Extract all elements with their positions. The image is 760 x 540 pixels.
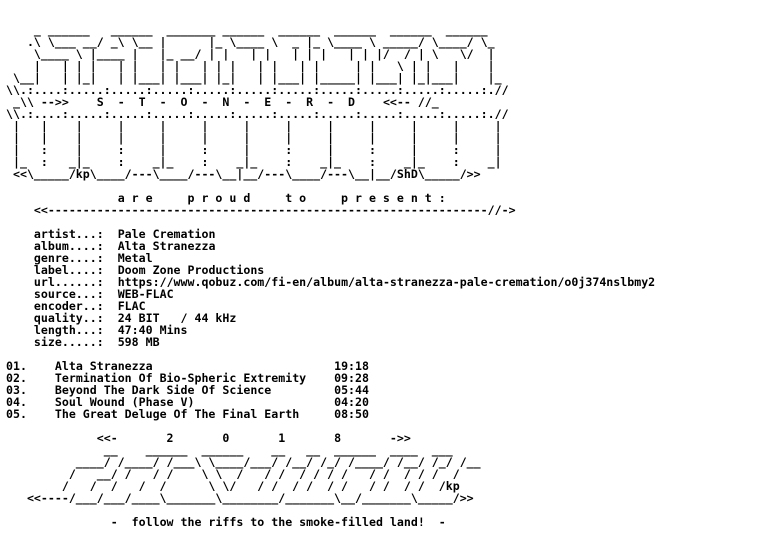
info-encoder-label: encoder..: [33, 299, 104, 313]
info-artist-value: Pale Cremation [117, 227, 216, 241]
track-time: 04:20 [334, 395, 369, 409]
track-title: Beyond The Dark Side Of Science [54, 383, 272, 397]
footer-art-line: __ ______ ______ __ __ ______ ____ ___ [6, 443, 453, 457]
header-art-line: | | | | | | | | | | | | | [6, 131, 502, 145]
info-label-label: label....: [33, 263, 104, 277]
info-album: album....: Alta Stranezza [6, 240, 655, 252]
info-quality: quality..: 24 BIT / 44 kHz [6, 312, 655, 324]
info-artist: artist...: Pale Cremation [6, 228, 655, 240]
footer-art-line: <<----/___/___/____\_______\________/___… [6, 491, 474, 505]
track-row: 04. Soul Wound (Phase V) 04:20 [6, 396, 655, 408]
track-row: 02. Termination Of Bio-Spheric Extremity… [6, 372, 655, 384]
present-line: a r e p r o u d t o p r e s e n t : [6, 192, 655, 204]
track-time: 05:44 [334, 383, 369, 397]
header-art-line: \____ \ |____ | |_ __/ | | | | | | | | |… [6, 47, 495, 61]
info-quality-label: quality..: [33, 311, 104, 325]
track-time: 08:50 [334, 407, 369, 421]
header-art-line: \\.:....:.....:.....:.....:.....:.....:.… [6, 107, 509, 121]
header-art-line: <<\_____/kp\____/---\____/---\__|__/---\… [6, 167, 481, 181]
tagline: - follow the riffs to the smoke-filled l… [110, 515, 446, 529]
info-quality-value: 24 BIT / 44 kHz [117, 311, 237, 325]
year-line: <<- 2 0 1 8 ->> [6, 432, 655, 444]
header-art-line: |_ : _|_ : _|_ : _|_ : _|_ : _|_ : _| [6, 155, 502, 169]
header-art-line: | | | | | | | | | | | | | [6, 119, 502, 133]
info-album-label: album....: [33, 239, 104, 253]
track-title: Soul Wound (Phase V) [54, 395, 195, 409]
track-number: 01. [6, 359, 27, 373]
track-time: 19:18 [334, 359, 369, 373]
header-art-line: .\ \___ __/ _\ \__ | |_ \____ \ _ |_ \__… [6, 35, 495, 49]
track-number: 04. [6, 395, 27, 409]
track-title: Termination Of Bio-Spheric Extremity [54, 371, 307, 385]
info-size-label: size.....: [33, 335, 104, 349]
track-row: 03. Beyond The Dark Side Of Science 05:4… [6, 384, 655, 396]
info-length-value: 47:40 Mins [117, 323, 188, 337]
info-encoder: encoder..: FLAC [6, 300, 655, 312]
track-row: 05. The Great Deluge Of The Final Earth … [6, 408, 655, 420]
header-art-line: \\.:....:.....:.....:.....:.....:.....:.… [6, 83, 509, 97]
footer-art-line: / __/ / / / \ \ / / / / / / / / / / / / … [6, 467, 460, 481]
year-text: <<- 2 0 1 8 ->> [96, 431, 411, 445]
track-title: The Great Deluge Of The Final Earth [54, 407, 300, 421]
footer-art-line: / / / / / \ \/ / / / / / / / / / / /kp [6, 479, 460, 493]
brand-line: _\\ -->> S - T - O - N - E - R - D <<-- … [6, 96, 655, 108]
info-encoder-value: FLAC [117, 299, 146, 313]
info-artist-label: artist...: [33, 227, 104, 241]
tagline-line: - follow the riffs to the smoke-filled l… [6, 516, 655, 528]
info-length-label: length...: [33, 323, 104, 337]
header-art-line: _ ______ ______ _______ ______ ______ __… [6, 23, 488, 37]
footer-art-line: ____/ /____/ /___\ \____/___/ /__/ /_/ /… [6, 455, 481, 469]
brand-right-arrow: <<-- //_ [382, 95, 439, 109]
header-art-line: | | | | | | | | | | | | | | | | | \ | | … [6, 59, 495, 73]
info-genre-label: genre....: [33, 251, 104, 265]
info-genre: genre....: Metal [6, 252, 655, 264]
info-label: label....: Doom Zone Productions [6, 264, 655, 276]
info-source-label: source...: [33, 287, 104, 301]
nfo-document: _ ______ ______ _______ ______ ______ __… [6, 0, 655, 540]
info-url-value[interactable]: https://www.qobuz.com/fi-en/album/alta-s… [117, 275, 656, 289]
info-size: size.....: 598 MB [6, 336, 655, 348]
info-genre-value: Metal [117, 251, 153, 265]
brand-left-arrow: _\\ -->> [12, 95, 69, 109]
track-row: 01. Alta Stranezza 19:18 [6, 360, 655, 372]
track-number: 02. [6, 371, 27, 385]
info-length: length...: 47:40 Mins [6, 324, 655, 336]
info-size-value: 598 MB [117, 335, 160, 349]
info-source-value: WEB-FLAC [117, 287, 174, 301]
track-number: 03. [6, 383, 27, 397]
present-rule-text: <<--------------------------------------… [33, 203, 516, 217]
info-url: url......: https://www.qobuz.com/fi-en/a… [6, 276, 655, 288]
info-url-label: url......: [33, 275, 104, 289]
header-art-line: | : | : | : | : | : | : | [6, 143, 502, 157]
track-title: Alta Stranezza [54, 359, 153, 373]
present-text: a r e p r o u d t o p r e s e n t : [117, 191, 446, 205]
info-album-value: Alta Stranezza [117, 239, 216, 253]
track-number: 05. [6, 407, 27, 421]
header-art-line: \__| | |_| | |___| |___| |_| | |___| |__… [6, 71, 502, 85]
brand-letters: S - T - O - N - E - R - D [96, 95, 356, 109]
info-label-value: Doom Zone Productions [117, 263, 265, 277]
info-source: source...: WEB-FLAC [6, 288, 655, 300]
track-time: 09:28 [334, 371, 369, 385]
present-rule: <<--------------------------------------… [6, 204, 655, 216]
